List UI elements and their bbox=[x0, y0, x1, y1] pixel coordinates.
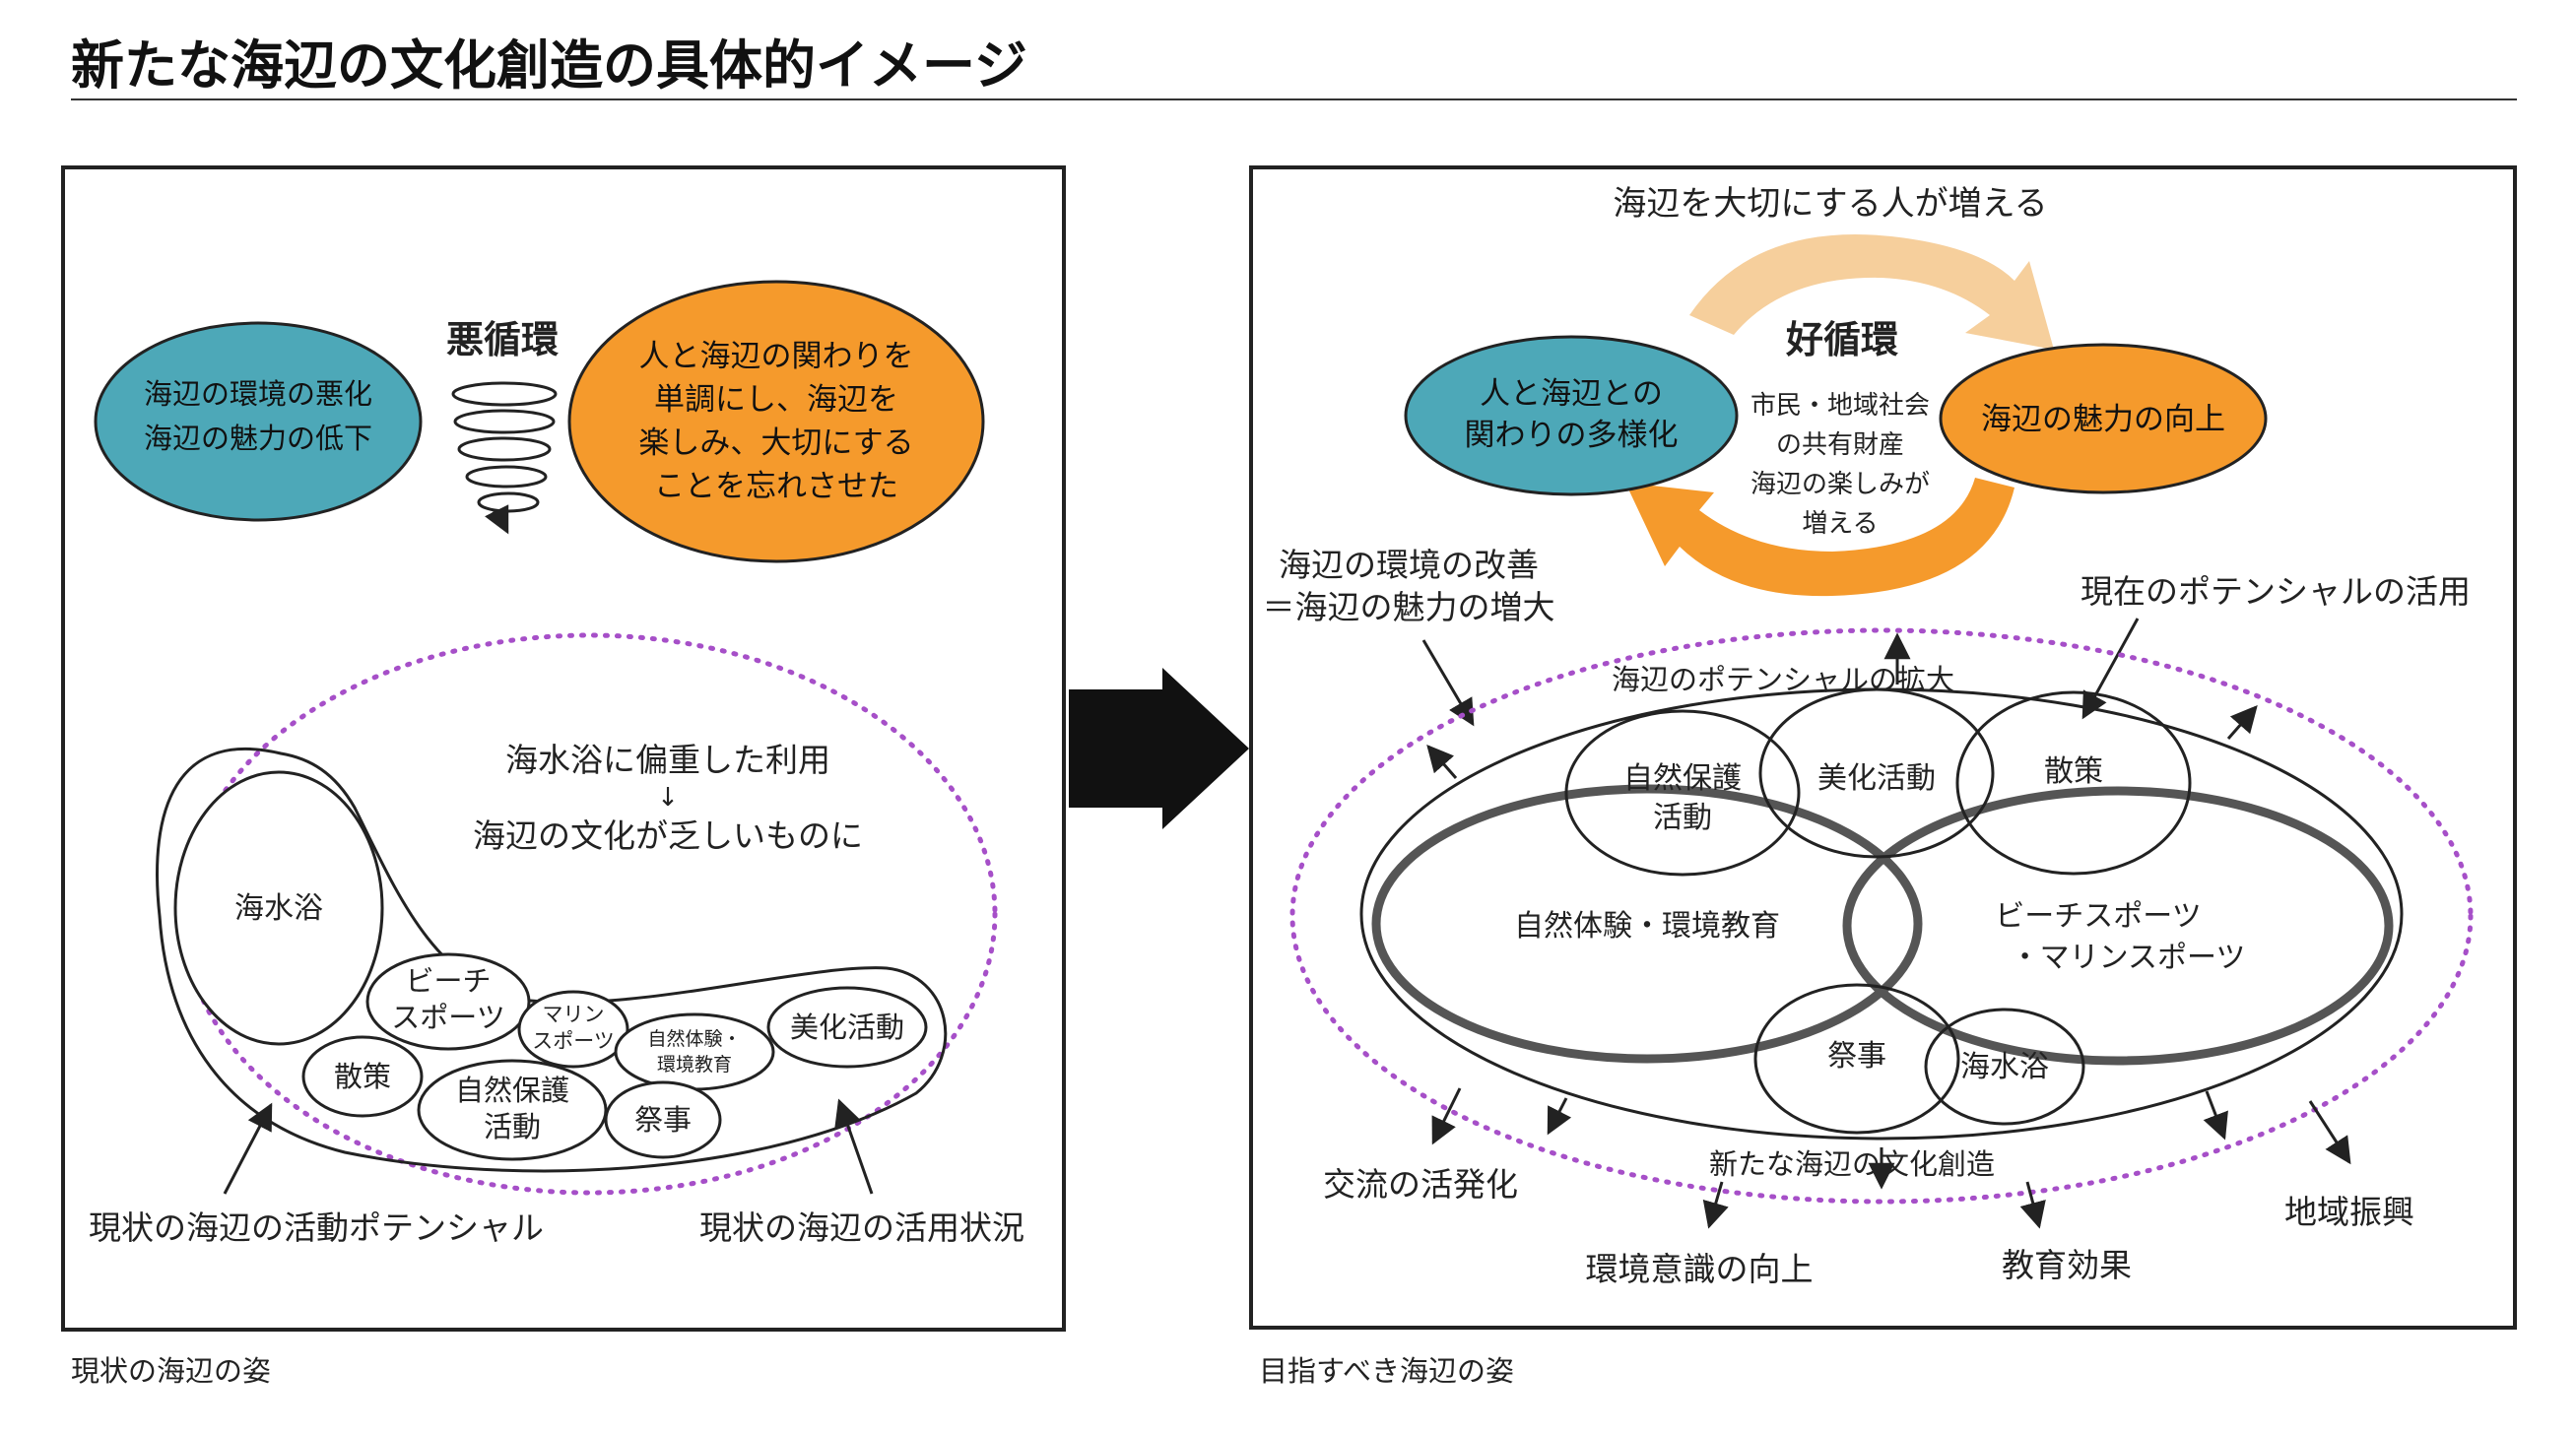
left-bika-label: 美化活動 bbox=[790, 1011, 904, 1044]
current-potential-arrow bbox=[2081, 618, 2140, 720]
potential-label: 現状の海辺の活動ポテンシャル bbox=[89, 1208, 544, 1247]
right-sansaku-circle bbox=[1955, 690, 2192, 876]
vicious-cycle-label: 悪循環 bbox=[446, 318, 559, 361]
outward-arrow-left bbox=[1426, 744, 1458, 779]
left-shizen-taiken-label-1: 自然体験・ bbox=[647, 1028, 741, 1050]
diversification-ellipse bbox=[1404, 335, 1739, 496]
right-saiji-circle bbox=[1753, 983, 1960, 1135]
left-potential-ellipse bbox=[180, 632, 998, 1196]
cause-line-3: 楽しみ、大切にする bbox=[638, 425, 913, 461]
note-line-1: 海水浴に偏重した利用 bbox=[505, 741, 830, 779]
right-shizen-taiken-label: 自然体験・環境教育 bbox=[1514, 909, 1780, 944]
usage-label: 現状の海辺の活用状況 bbox=[699, 1208, 1024, 1247]
left-saiji-label: 祭事 bbox=[634, 1103, 692, 1137]
left-beach-sports-label-2: スポーツ bbox=[391, 1001, 504, 1034]
deterioration-ellipse bbox=[94, 321, 423, 522]
outcome-arrow-koryu bbox=[1431, 1087, 1462, 1145]
cause-line-4: ことを忘れさせた bbox=[654, 469, 898, 504]
left-kaisuiyoku-label: 海水浴 bbox=[234, 891, 323, 926]
right-shizen-hogo-circle bbox=[1564, 709, 1801, 877]
right-potential-ellipse bbox=[1289, 627, 2474, 1205]
right-kaisuiyoku-label: 海水浴 bbox=[1960, 1050, 2049, 1084]
diversification-line-2: 関わりの多様化 bbox=[1465, 418, 1679, 453]
left-bika-circle bbox=[766, 986, 928, 1069]
right-beach-label-1: ビーチスポーツ bbox=[1995, 899, 2201, 934]
left-sansaku-label: 散策 bbox=[334, 1060, 391, 1093]
right-bika-circle bbox=[1758, 687, 1995, 859]
cycle-arrow-top bbox=[1689, 233, 2054, 350]
cycle-arrow-bottom bbox=[1625, 478, 2015, 597]
left-kaisuiyoku-circle bbox=[173, 770, 384, 1046]
outcome-arrow-kyoiku bbox=[2019, 1181, 2046, 1229]
top-label: 海辺を大切にする人が増える bbox=[1613, 184, 2047, 224]
usage-arrow bbox=[834, 1098, 874, 1195]
right-kaisuiyoku-circle bbox=[1924, 1008, 2085, 1126]
left-marine-sports-label-2: スポーツ bbox=[532, 1029, 615, 1053]
deterioration-line-1: 海辺の環境の悪化 bbox=[144, 377, 372, 411]
left-shizen-hogo-label-2: 活動 bbox=[484, 1110, 541, 1143]
left-shizen-taiken-circle bbox=[614, 1012, 775, 1091]
appeal-ellipse bbox=[1939, 343, 2268, 494]
improve-line-1: 海辺の環境の改善 bbox=[1279, 546, 1539, 584]
virtuous-cycle-label: 好循環 bbox=[1785, 318, 1898, 361]
diversification-line-1: 人と海辺との bbox=[1480, 376, 1663, 412]
improve-line-2: ＝海辺の魅力の増大 bbox=[1263, 588, 1555, 626]
right-beach-label-2: ・マリンスポーツ bbox=[2011, 941, 2246, 975]
outcome-arrow-kankyo bbox=[1702, 1181, 1729, 1229]
center-line-1: 市民・地域社会 bbox=[1750, 391, 1930, 421]
left-sansaku-circle bbox=[301, 1035, 424, 1118]
page-title: 新たな海辺の文化創造の具体的イメージ bbox=[71, 34, 1027, 97]
shizen-taiken-ellipse bbox=[1371, 784, 1923, 1064]
left-marine-sports-label-1: マリン bbox=[543, 1003, 605, 1026]
outcome-koryu: 交流の活発化 bbox=[1323, 1165, 1518, 1204]
outcome-arrow-chiiki-1 bbox=[2203, 1090, 2228, 1141]
outcome-arrow-koryu-2 bbox=[1547, 1097, 1572, 1136]
right-shizen-hogo-label-1: 自然保護 bbox=[1623, 761, 1742, 796]
usage-blob bbox=[156, 747, 948, 1173]
center-line-2: の共有財産 bbox=[1776, 430, 1904, 460]
outcome-kankyo-ishiki: 環境意識の向上 bbox=[1586, 1250, 1814, 1288]
center-line-3: 海辺の楽しみが bbox=[1750, 470, 1930, 499]
left-shizen-hogo-label-1: 自然保護 bbox=[455, 1074, 569, 1107]
beach-sports-ellipse bbox=[1842, 786, 2394, 1066]
potential-arrow bbox=[223, 1102, 273, 1195]
outcome-kyoiku: 教育効果 bbox=[2002, 1246, 2132, 1284]
center-line-4: 増える bbox=[1802, 509, 1878, 539]
right-bika-label: 美化活動 bbox=[1817, 761, 1936, 796]
spiral-icon bbox=[451, 381, 558, 535]
left-saiji-circle bbox=[604, 1080, 722, 1159]
new-culture-label: 新たな海辺の文化創造 bbox=[1709, 1147, 1995, 1181]
appeal-text: 海辺の魅力の向上 bbox=[1981, 402, 2225, 437]
note-arrow: ↓ bbox=[657, 783, 679, 813]
right-sansaku-label: 散策 bbox=[2044, 754, 2103, 789]
outcome-arrow-chiiki-2 bbox=[2308, 1100, 2351, 1165]
left-beach-sports-label-1: ビーチ bbox=[405, 964, 491, 998]
deterioration-line-2: 海辺の魅力の低下 bbox=[144, 422, 372, 455]
current-potential-label: 現在のポテンシャルの活用 bbox=[2081, 572, 2471, 611]
left-panel-caption: 現状の海辺の姿 bbox=[71, 1354, 271, 1388]
outward-arrow-right bbox=[2226, 704, 2258, 740]
right-saiji-label: 祭事 bbox=[1827, 1039, 1886, 1074]
improve-arrow bbox=[1421, 639, 1475, 727]
outcome-chiiki: 地域振興 bbox=[2284, 1193, 2414, 1231]
right-panel-caption: 目指すべき海辺の姿 bbox=[1259, 1354, 1514, 1388]
note-line-2: 海辺の文化が乏しいものに bbox=[473, 816, 863, 855]
right-shizen-hogo-label-2: 活動 bbox=[1653, 801, 1712, 835]
right-panel-frame bbox=[1249, 165, 2517, 1330]
left-marine-sports-circle bbox=[517, 990, 629, 1069]
left-shizen-taiken-label-2: 環境教育 bbox=[657, 1054, 732, 1076]
left-beach-sports-circle bbox=[365, 952, 531, 1051]
cause-ellipse bbox=[567, 280, 985, 563]
cause-line-1: 人と海辺の関わりを bbox=[639, 339, 914, 374]
left-shizen-hogo-circle bbox=[417, 1059, 608, 1161]
left-panel-frame bbox=[61, 165, 1066, 1332]
cause-line-2: 単調にし、海辺を bbox=[654, 382, 898, 418]
transition-arrow-icon bbox=[1069, 668, 1249, 829]
